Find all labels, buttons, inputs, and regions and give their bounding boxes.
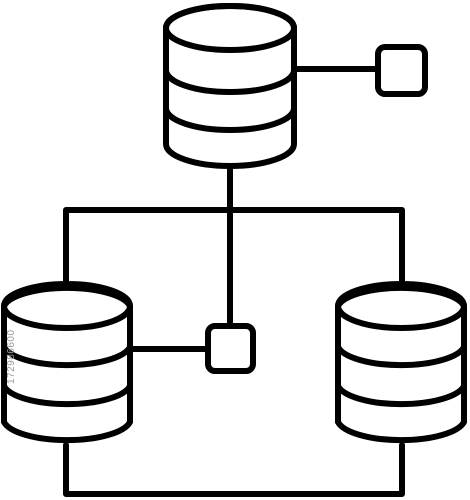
top-database-cap	[163, 3, 297, 53]
right-database-icon	[335, 281, 467, 444]
right-database-cap	[335, 281, 467, 331]
right-database-band-2	[335, 383, 467, 408]
left-database-band-2	[1, 383, 133, 408]
top-database-band-2	[163, 105, 297, 133]
top-bus-line	[63, 207, 405, 287]
top-square-node	[375, 44, 428, 97]
top-database-band-1	[163, 67, 297, 95]
left-database-band-1	[1, 344, 133, 369]
right-database-band-1	[335, 344, 467, 369]
top-database-icon	[163, 3, 297, 169]
left-database-cap	[1, 281, 133, 331]
connector-lines	[63, 66, 405, 497]
bottom-bus-line	[63, 442, 405, 497]
watermark-text: 172986600	[6, 329, 17, 384]
center-square-node	[205, 323, 256, 374]
left-database-icon	[0, 281, 133, 444]
